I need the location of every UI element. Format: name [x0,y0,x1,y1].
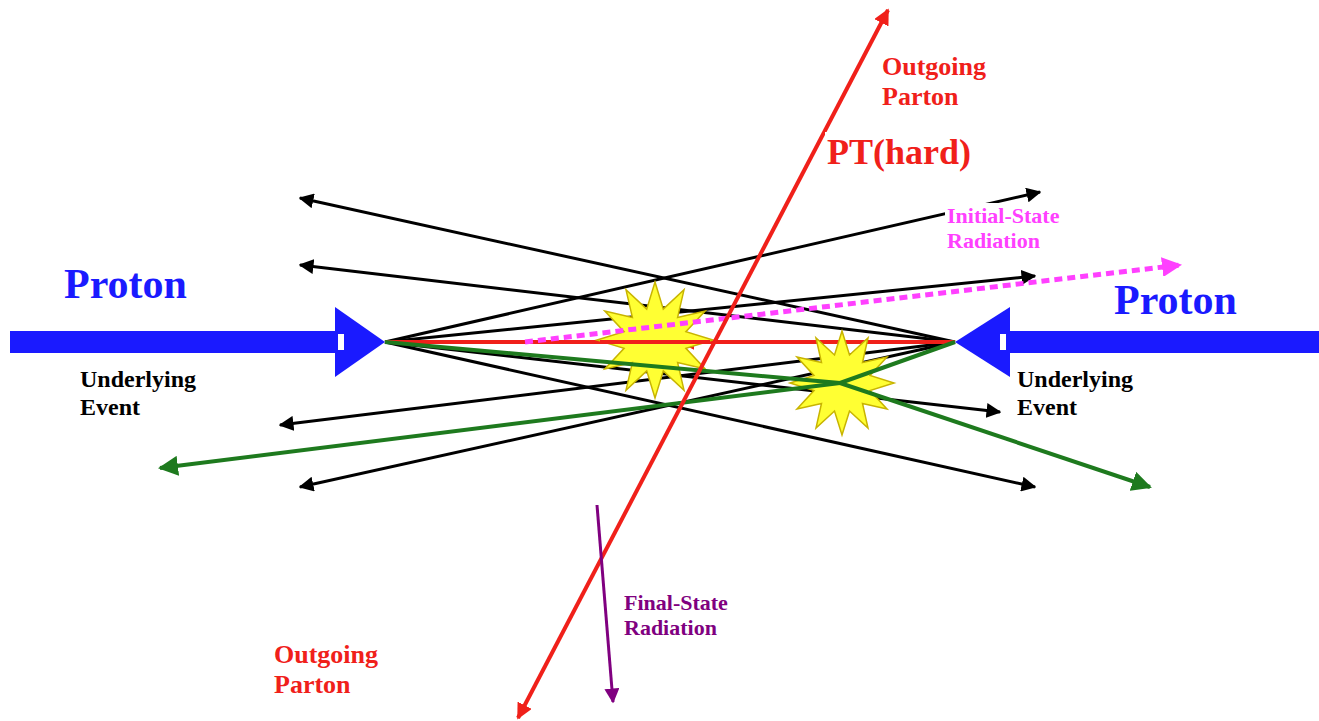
parton-label: Outgoing Parton [272,640,426,700]
radiation-label: Initial-State Radiation [945,203,1124,254]
incoming-parton [600,340,710,344]
underlying-event-label: Underlying Event [78,366,242,421]
proton-label: Proton [1112,276,1239,324]
incoming-parton [385,340,955,344]
initial-state-radiation [525,265,1180,342]
final-state-radiation [597,505,613,702]
proton-label: Proton [62,260,189,308]
hard-scale-label: PT(hard) [825,132,973,173]
underlying-event-label: Underlying Event [1015,366,1179,421]
radiation-label: Final-State Radiation [622,590,791,641]
parton-label: Outgoing Parton [880,52,1034,112]
outgoing-parton [518,10,888,718]
multiple-parton-interaction [160,342,1150,487]
